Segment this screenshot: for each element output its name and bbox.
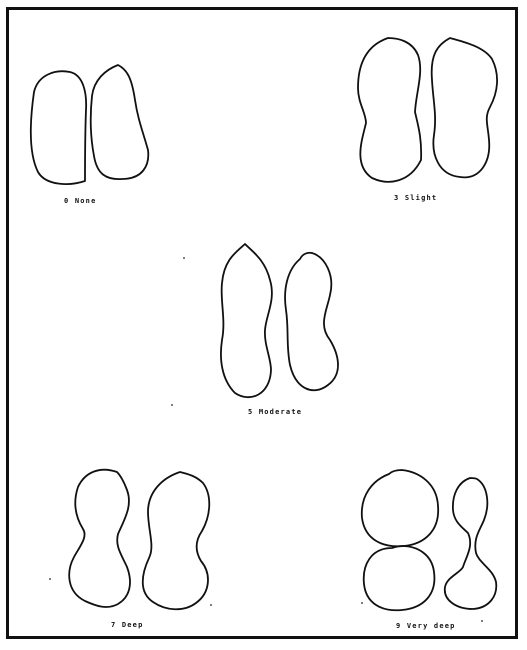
pod-very-deep-left-upper (362, 470, 438, 546)
scan-speck (171, 404, 173, 406)
caption-deep: 7 Deep (111, 621, 144, 629)
caption-slight: 3 Slight (394, 194, 437, 202)
pod-very-deep-right (445, 478, 496, 609)
pod-slight-left (358, 38, 421, 182)
pod-moderate-right (285, 253, 338, 390)
scan-speck (183, 257, 185, 259)
pod-deep-right (143, 472, 210, 609)
pod-none-right (91, 65, 149, 179)
pod-very-deep-left-lower (364, 546, 435, 610)
panel-very-deep-outline (362, 470, 496, 610)
caption-very-deep: 9 Very deep (396, 622, 456, 630)
scan-speck (481, 620, 483, 622)
panel-deep-outline (69, 470, 209, 610)
pod-deep-left (69, 470, 130, 607)
caption-none: 0 None (64, 197, 97, 205)
pod-none-left (31, 71, 86, 184)
scan-speck (210, 604, 212, 606)
caption-moderate: 5 Moderate (248, 408, 302, 416)
scan-speck (49, 578, 51, 580)
scan-speck (361, 602, 363, 604)
panel-none-outline (31, 65, 149, 184)
panel-moderate-outline (221, 244, 338, 397)
panel-slight-outline (358, 38, 497, 182)
pod-moderate-left (221, 244, 272, 397)
pod-slight-right (432, 38, 497, 177)
